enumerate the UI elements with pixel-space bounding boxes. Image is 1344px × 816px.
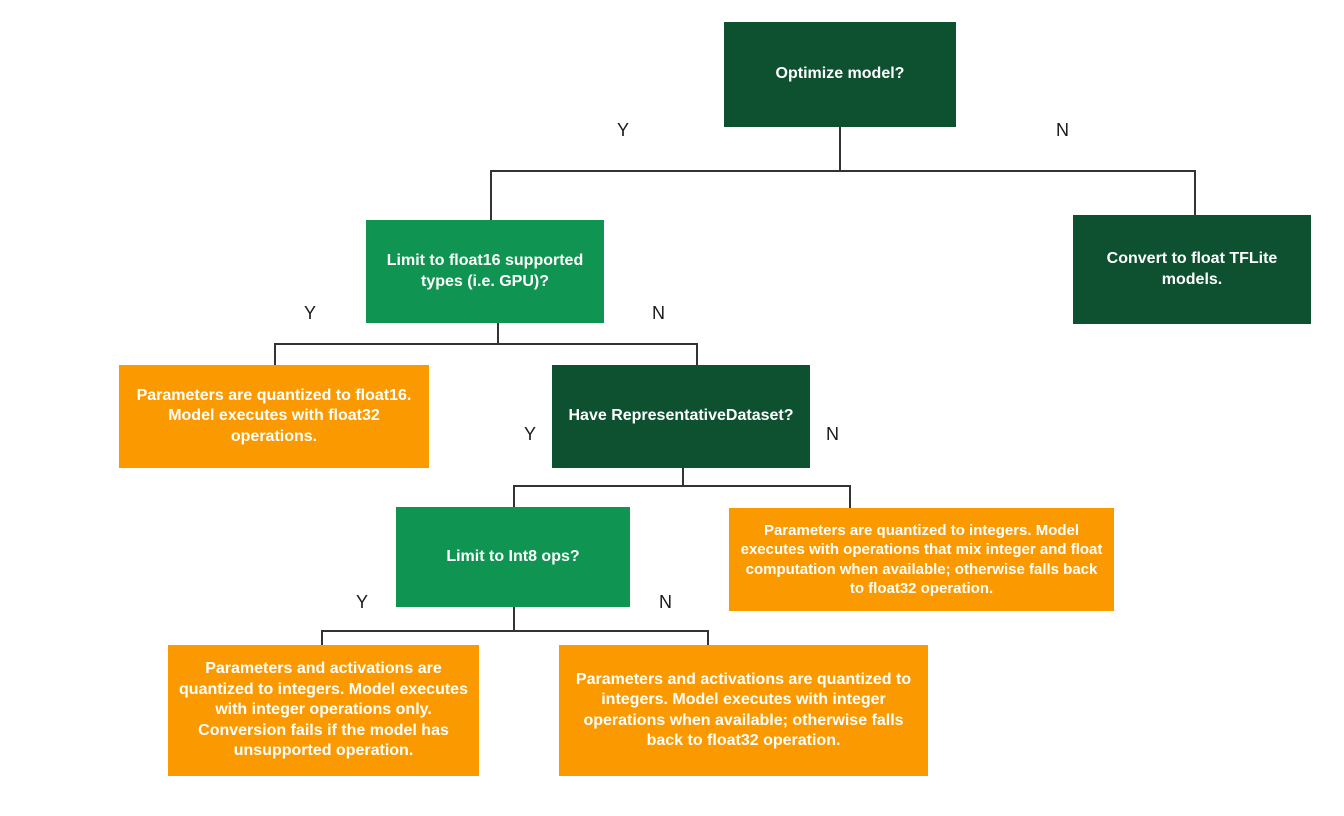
edge-label-l1n: N (1056, 120, 1069, 140)
connector-e4-stem (513, 607, 515, 631)
connector-e3-right (849, 485, 851, 509)
connector-e4-left (321, 630, 323, 646)
node-int8_ops[interactable]: Limit to Int8 ops? (396, 507, 630, 607)
node-float16[interactable]: Limit to float16 supported types (i.e. G… (366, 220, 604, 323)
node-convert_float[interactable]: Convert to float TFLite models. (1073, 215, 1311, 324)
node-int_only_result[interactable]: Parameters and activations are quantized… (168, 645, 479, 776)
edge-label-l3n: N (826, 424, 839, 444)
edge-label-l3y: Y (524, 424, 537, 444)
connector-e3-stem (682, 468, 684, 486)
edge-label-l2y: Y (304, 303, 317, 323)
edge-label-l4n: N (659, 592, 672, 612)
connector-e1-left (490, 170, 492, 221)
edge-label-l2n: N (652, 303, 665, 323)
node-mixed_result[interactable]: Parameters are quantized to integers. Mo… (729, 508, 1114, 611)
edge-label-l1y: Y (617, 120, 630, 140)
connector-e2-bus (274, 343, 698, 345)
node-float16_result[interactable]: Parameters are quantized to float16. Mod… (119, 365, 429, 468)
connector-e4-right (707, 630, 709, 646)
node-optimize[interactable]: Optimize model? (724, 22, 956, 127)
edge-label-l4y: Y (356, 592, 369, 612)
connector-e4-bus (321, 630, 708, 632)
connector-e1-right (1194, 170, 1196, 216)
connector-e1-bus (490, 170, 1196, 172)
connector-e3-bus (513, 485, 850, 487)
node-int_fallback_result[interactable]: Parameters and activations are quantized… (559, 645, 928, 776)
node-have_repds[interactable]: Have RepresentativeDataset? (552, 365, 810, 468)
connector-e3-left (513, 485, 515, 508)
connector-e2-stem (497, 323, 499, 344)
connector-e1-stem (839, 127, 841, 171)
connector-e2-right (696, 343, 698, 366)
connector-e2-left (274, 343, 276, 366)
